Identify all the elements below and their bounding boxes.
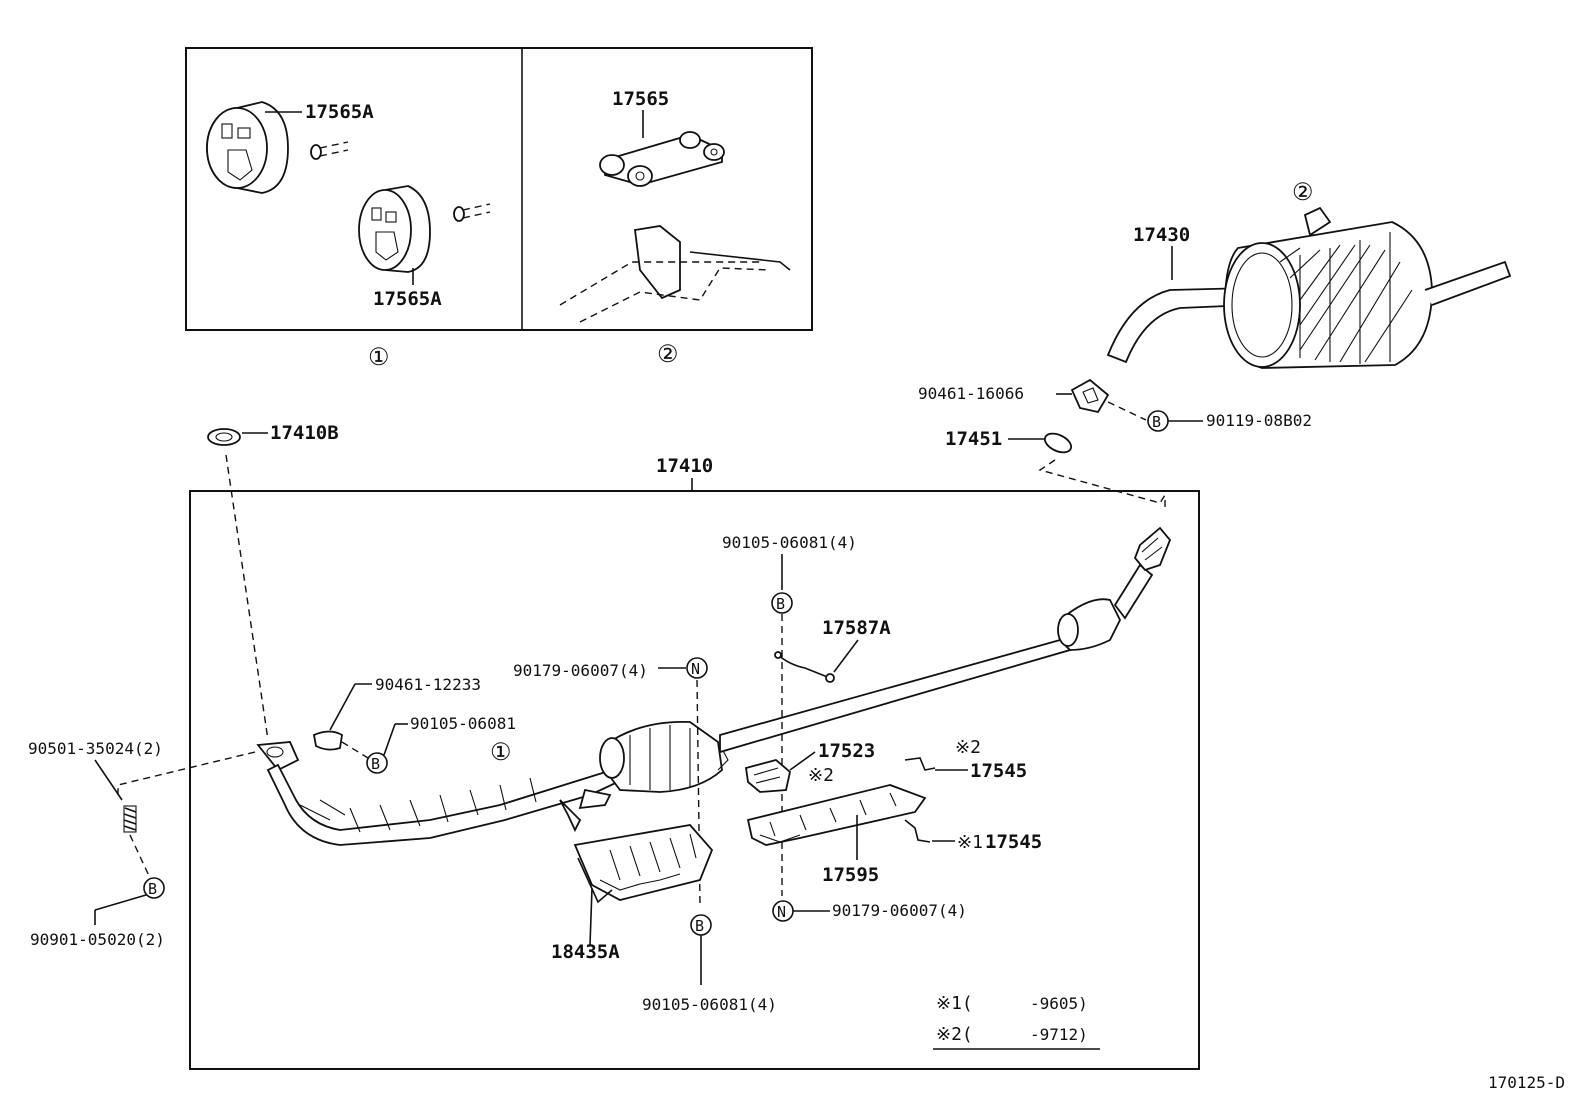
bolt-b-symbol-front-label: B: [371, 755, 380, 773]
callout-17410b: 17410B: [270, 422, 339, 444]
inset-marker-1: ①: [368, 343, 390, 371]
callout-17523: 17523: [818, 740, 875, 762]
callout-90105-06081-4-bottom: 90105-06081(4): [642, 995, 777, 1014]
main-marker-1: ①: [490, 738, 512, 766]
callout-90501-35024: 90501-35024(2): [28, 739, 163, 758]
front-bracket: [312, 730, 343, 751]
note-mark-2b: ※2: [955, 737, 981, 758]
gasket-17410b: [207, 428, 241, 446]
nut-n-symbol-bottom-label: N: [777, 903, 786, 921]
legend-mark-2: ※2(: [936, 1024, 973, 1045]
front-exhaust-pipe: [256, 741, 624, 846]
callout-90119-08b02: 90119-08B02: [1206, 411, 1312, 430]
center-exhaust-pipe: [719, 526, 1172, 754]
callout-90105-06081: 90105-06081: [410, 714, 516, 733]
callout-17430: 17430: [1133, 224, 1190, 246]
bolt-b-symbol-muffler-label: B: [1152, 413, 1161, 431]
callout-90901-05020: 90901-05020(2): [30, 930, 165, 949]
nut-n-symbol-top-label: N: [691, 660, 700, 678]
gasket-ring-17451: [1043, 432, 1073, 454]
callout-17545-top: 17545: [970, 760, 1027, 782]
tail-muffler: [1106, 206, 1512, 369]
callout-18435a: 18435A: [551, 941, 620, 963]
nut-n-symbol-top: [686, 657, 708, 679]
heat-insulator-18435a: [573, 824, 714, 904]
inset-marker-2: ②: [657, 340, 679, 368]
callout-90105-06081-4-top: 90105-06081(4): [722, 533, 857, 552]
legend-mark-1: ※1(: [936, 993, 973, 1014]
legend-value-1: -9605): [1030, 994, 1088, 1013]
bolt-b-symbol-top: [771, 592, 793, 614]
legend-value-2: -9712): [1030, 1025, 1088, 1044]
hanger-install-view: [559, 225, 791, 323]
callout-17410: 17410: [656, 455, 713, 477]
bolt-b-symbol-bottom-label: B: [695, 917, 704, 935]
hanger-rubber-lower: [358, 185, 431, 273]
heat-insulator-17523: [744, 759, 791, 793]
heat-insulator-17595: [746, 784, 927, 846]
catalytic-converter: [599, 720, 729, 793]
bolt-b-symbol-spring-label: B: [148, 880, 157, 898]
note-mark-2a: ※2: [808, 765, 834, 786]
hanger-link: [599, 131, 725, 187]
main-assembly-frame: [189, 490, 1200, 1070]
callout-90179-06007-4-bottom: 90179-06007(4): [832, 901, 967, 920]
callout-90179-06007-4-top: 90179-06007(4): [513, 661, 648, 680]
hanger-bolt-lower: [453, 203, 491, 222]
callout-17595: 17595: [822, 864, 879, 886]
callout-17565a-upper: 17565A: [305, 101, 374, 123]
bolt-b-symbol-spring: [143, 877, 165, 899]
hanger-bolt-upper: [310, 141, 349, 160]
bolt-b-symbol-front: [366, 752, 388, 774]
bolt-b-symbol-top-label: B: [776, 595, 785, 613]
spring-coil: [123, 805, 137, 833]
hanger-rubber-upper: [206, 101, 289, 194]
callout-17587a: 17587A: [822, 617, 891, 639]
muffler-bracket: [1070, 378, 1110, 414]
callout-90461-12233: 90461-12233: [375, 675, 481, 694]
muffler-marker-2: ②: [1292, 178, 1314, 206]
note-mark-1: ※1: [957, 832, 983, 853]
note-legend: ※1( -9605) ※2( -9712): [933, 993, 1100, 1050]
callout-17565: 17565: [612, 88, 669, 110]
callout-17565a-lower: 17565A: [373, 288, 442, 310]
callout-17545-bottom: 17545: [985, 831, 1042, 853]
callout-90461-16066: 90461-16066: [918, 384, 1024, 403]
callout-17451: 17451: [945, 428, 1002, 450]
inset-panel: [185, 47, 813, 331]
figure-code: 170125-D: [1488, 1073, 1565, 1092]
